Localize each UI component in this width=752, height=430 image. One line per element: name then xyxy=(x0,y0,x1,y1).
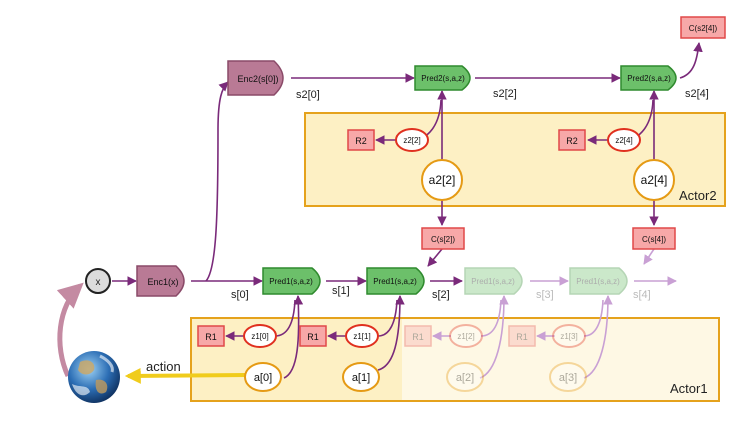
pred1-label: Pred1(s,a,z) xyxy=(471,277,515,286)
z1-node: z1[0] xyxy=(243,324,277,348)
pred1-label: Pred1(s,a,z) xyxy=(576,277,620,286)
pred2-node: Pred2(s,a,z) xyxy=(414,65,471,91)
enc2-label: Enc2(s[0]) xyxy=(237,74,278,84)
reward1-node: R1 xyxy=(197,325,225,347)
z1-label: z1[0] xyxy=(251,332,268,341)
observation-label: x xyxy=(96,277,101,288)
cost-node: C(s[4]) xyxy=(632,227,676,250)
state2-label: s2[4] xyxy=(685,88,709,100)
reward2-node: R2 xyxy=(558,129,586,151)
z1-label: z1[3] xyxy=(560,332,577,341)
action1-node-faded: a[2] xyxy=(446,362,484,392)
reward1-label: R1 xyxy=(205,332,217,342)
state2-label: s2[2] xyxy=(493,88,517,100)
encoder-enc2: Enc2(s[0]) xyxy=(227,60,284,96)
z1-label: z1[1] xyxy=(353,332,370,341)
action2-node: a2[2] xyxy=(421,159,463,201)
z1-node-faded: z1[2] xyxy=(449,324,483,348)
action-label: action xyxy=(146,359,181,374)
pred1-node-faded: Pred1(s,a,z) xyxy=(464,267,523,295)
state1-label-faded: s[4] xyxy=(633,289,651,301)
cost-label: C(s[2]) xyxy=(431,235,455,244)
pred1-label: Pred1(s,a,z) xyxy=(269,277,313,286)
cost-node: C(s[2]) xyxy=(421,227,465,250)
earth-icon xyxy=(68,351,120,403)
pred1-node: Pred1(s,a,z) xyxy=(262,267,321,295)
encoder-enc1: Enc1(x) xyxy=(136,265,185,297)
reward1-label: R1 xyxy=(307,332,319,342)
reward1-node: R1 xyxy=(299,325,327,347)
actor1-fade-overlay xyxy=(402,319,718,400)
actor2-label: Actor2 xyxy=(679,188,717,203)
state1-label: s[0] xyxy=(231,289,249,301)
pred2-label: Pred2(s,a,z) xyxy=(421,74,465,83)
z2-label: z2[4] xyxy=(615,136,632,145)
earth-to-observation-arrow xyxy=(56,282,84,378)
action1-label: a[0] xyxy=(254,372,272,384)
reward1-label: R1 xyxy=(516,332,528,342)
state1-label: s[2] xyxy=(432,289,450,301)
reward1-label: R1 xyxy=(412,332,424,342)
reward2-label: R2 xyxy=(566,136,578,146)
action1-label: a[3] xyxy=(559,372,577,384)
action-arrow xyxy=(124,367,248,384)
action1-label: a[2] xyxy=(456,372,474,384)
z1-node-faded: z1[3] xyxy=(552,324,586,348)
top-cost-node: C(s2[4]) xyxy=(680,16,726,39)
z2-label: z2[2] xyxy=(403,136,420,145)
action1-node: a[1] xyxy=(342,362,380,392)
action2-node: a2[4] xyxy=(633,159,675,201)
z2-node: z2[4] xyxy=(607,128,641,152)
level2-arrows xyxy=(205,42,703,282)
enc1-label: Enc1(x) xyxy=(147,277,178,287)
z1-label: z1[2] xyxy=(457,332,474,341)
z1-node: z1[1] xyxy=(345,324,379,348)
action2-label: a2[2] xyxy=(429,173,456,187)
state1-label-faded: s[3] xyxy=(536,289,554,301)
z2-node: z2[2] xyxy=(395,128,429,152)
reward2-node: R2 xyxy=(347,129,375,151)
level1-faded-arrows xyxy=(432,248,677,379)
level1-arrows xyxy=(112,276,463,379)
observation-node: x xyxy=(85,268,111,294)
reward1-node-faded: R1 xyxy=(404,325,432,347)
state1-label: s[1] xyxy=(332,285,350,297)
top-cost-label: C(s2[4]) xyxy=(689,24,718,33)
reward2-label: R2 xyxy=(355,136,367,146)
action1-node: a[0] xyxy=(244,362,282,392)
cost-label: C(s[4]) xyxy=(642,235,666,244)
action2-label: a2[4] xyxy=(641,173,668,187)
actor1-label: Actor1 xyxy=(670,381,708,396)
pred2-label: Pred2(s,a,z) xyxy=(627,74,671,83)
state2-label: s2[0] xyxy=(296,89,320,101)
pred1-node-faded: Pred1(s,a,z) xyxy=(569,267,628,295)
reward1-node-faded: R1 xyxy=(508,325,536,347)
pred1-label: Pred1(s,a,z) xyxy=(373,277,417,286)
pred2-node: Pred2(s,a,z) xyxy=(620,65,677,91)
action1-node-faded: a[3] xyxy=(549,362,587,392)
action1-label: a[1] xyxy=(352,372,370,384)
pred1-node: Pred1(s,a,z) xyxy=(366,267,425,295)
